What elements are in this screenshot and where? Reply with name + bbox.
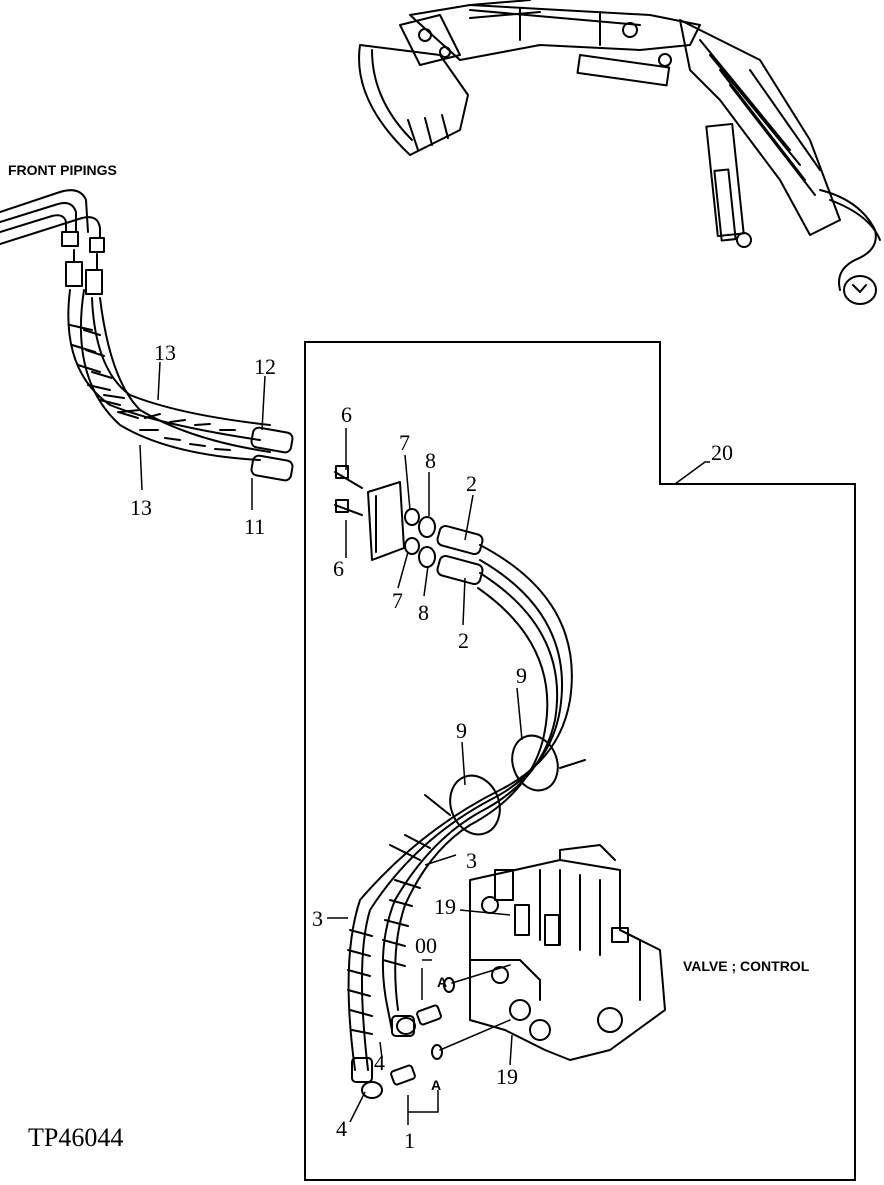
callout-9-upper: 9 xyxy=(516,663,527,688)
callout-A-upper: A xyxy=(437,974,447,990)
callout-7-upper: 7 xyxy=(399,430,410,455)
callout-11: 11 xyxy=(244,514,265,539)
callout-13-lower: 13 xyxy=(130,495,152,520)
callout-19-upper: 19 xyxy=(434,894,456,919)
callout-3-upper: 3 xyxy=(466,848,477,873)
front-pipings-label: FRONT PIPINGS xyxy=(8,162,117,178)
main-hoses xyxy=(347,544,586,1099)
drawing-id-label: TP46044 xyxy=(28,1123,123,1152)
callout-3-left: 3 xyxy=(312,906,323,931)
callout-1: 1 xyxy=(404,1128,415,1153)
callout-7-lower: 7 xyxy=(392,588,403,613)
callout-2-lower: 2 xyxy=(458,628,469,653)
callout-13-upper: 13 xyxy=(154,340,176,365)
assembly-20-frame xyxy=(304,341,856,1181)
callout-9-lower: 9 xyxy=(456,718,467,743)
callout-8-lower: 8 xyxy=(418,600,429,625)
callout-2-upper: 2 xyxy=(466,471,477,496)
valve-control-label: VALVE ; CONTROL xyxy=(683,958,810,974)
callout-19-lower: 19 xyxy=(496,1064,518,1089)
callout-20: 20 xyxy=(711,440,733,465)
control-valve-illustration xyxy=(469,844,666,1061)
excavator-arm-illustration xyxy=(358,0,881,305)
bracket-fittings xyxy=(334,465,484,586)
front-pipings-assembly xyxy=(0,189,294,482)
callout-4-upper: 4 xyxy=(374,1050,385,1075)
callout-8-upper: 8 xyxy=(425,448,436,473)
callout-A-lower: A xyxy=(431,1077,441,1093)
callout-12: 12 xyxy=(254,354,276,379)
callout-4-lower: 4 xyxy=(336,1116,347,1141)
callout-6-lower: 6 xyxy=(333,556,344,581)
callout-6-upper: 6 xyxy=(341,402,352,427)
callout-00: 00 xyxy=(415,933,437,958)
leader-lines xyxy=(139,361,710,1125)
